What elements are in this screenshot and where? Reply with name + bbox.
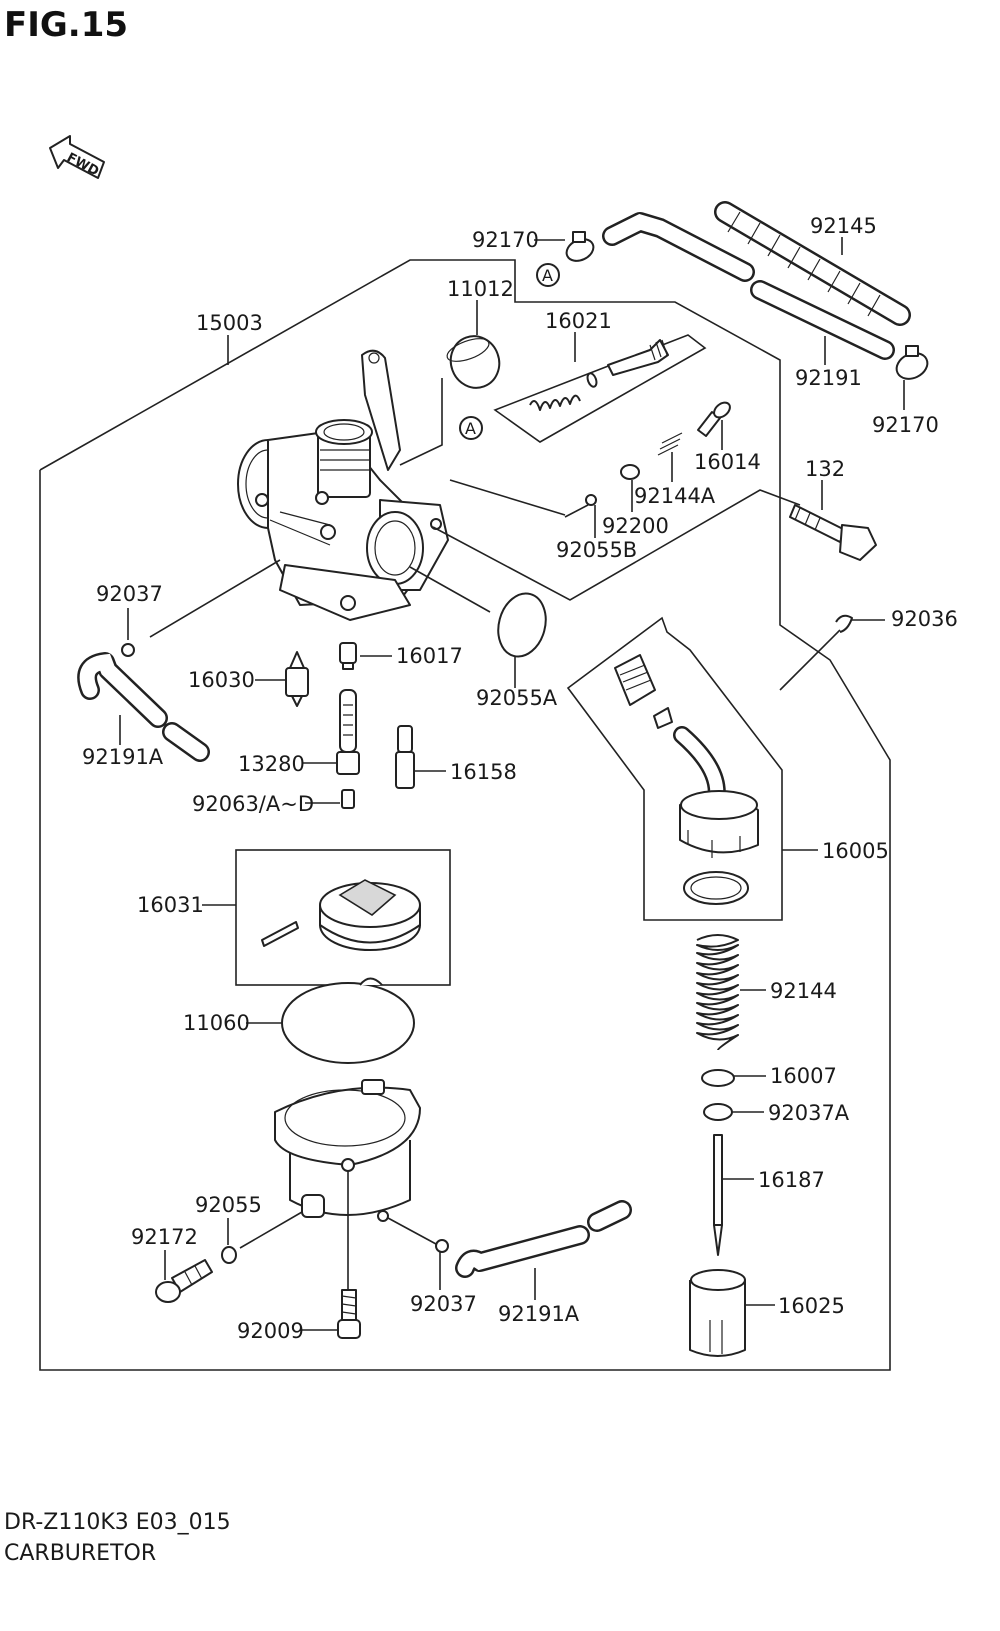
gasket-11060 bbox=[281, 977, 415, 1064]
float-bowl bbox=[274, 1079, 421, 1222]
hose-92191A-left bbox=[79, 653, 208, 760]
part-label: 92145 bbox=[810, 214, 877, 238]
part-label: 92200 bbox=[602, 514, 669, 538]
part-label: 92170 bbox=[872, 413, 939, 437]
bolt-132 bbox=[789, 504, 877, 561]
spring-hose-92145 bbox=[714, 201, 911, 326]
part-label: 92063/A~D bbox=[192, 792, 314, 816]
part-label: 92037 bbox=[410, 1292, 477, 1316]
hose-92191A-bottom bbox=[457, 1202, 630, 1276]
part-label: 16025 bbox=[778, 1294, 845, 1318]
part-labels: 92170 92145 11012 16021 15003 92191 9217… bbox=[82, 214, 958, 1343]
part-label: 11012 bbox=[447, 277, 514, 301]
screw-92009 bbox=[337, 1289, 361, 1339]
needle-valve-16030 bbox=[285, 651, 309, 707]
part-label: 16021 bbox=[545, 309, 612, 333]
oring-92055 bbox=[221, 1246, 237, 1264]
cap-11012 bbox=[446, 335, 501, 389]
part-label: 92191A bbox=[498, 1302, 580, 1326]
float-16031 bbox=[261, 879, 421, 951]
part-label: 92009 bbox=[237, 1319, 304, 1343]
part-label: 16014 bbox=[694, 450, 761, 474]
choke-kit-outline bbox=[566, 616, 783, 921]
part-label: 16030 bbox=[188, 668, 255, 692]
part-label: 16017 bbox=[396, 644, 463, 668]
pilot-screw-kit-outline bbox=[493, 334, 707, 443]
part-label: 92055 bbox=[195, 1193, 262, 1217]
clip-92036 bbox=[835, 614, 853, 633]
part-label: 16158 bbox=[450, 760, 517, 784]
svg-text:A: A bbox=[542, 266, 553, 285]
part-label: 16007 bbox=[770, 1064, 837, 1088]
part-label: 92036 bbox=[891, 607, 958, 631]
leader-lines bbox=[119, 237, 905, 1331]
model-code: DR-Z110K3 E03_015 bbox=[4, 1510, 231, 1535]
clip-92037-bottom bbox=[435, 1239, 449, 1253]
needle-16187 bbox=[713, 1134, 723, 1256]
svg-text:A: A bbox=[465, 419, 476, 438]
part-label: 132 bbox=[805, 457, 845, 481]
choke-plunger-16005 bbox=[614, 654, 759, 905]
part-label: 92055B bbox=[556, 538, 637, 562]
spring-92144A bbox=[657, 432, 683, 456]
oring-92055B bbox=[585, 494, 597, 506]
ref-marker-top: A bbox=[536, 263, 560, 287]
part-label: 16005 bbox=[822, 839, 889, 863]
hose-92191 bbox=[604, 213, 893, 358]
jet-16017 bbox=[339, 642, 357, 670]
part-label: 92144A bbox=[634, 484, 716, 508]
part-label: 13280 bbox=[238, 752, 305, 776]
screw-92172 bbox=[155, 1259, 213, 1303]
part-label: 92144 bbox=[770, 979, 837, 1003]
main-jet-13280 bbox=[336, 689, 360, 775]
jet-92063 bbox=[341, 789, 355, 809]
part-label: 16187 bbox=[758, 1168, 825, 1192]
clamp-92170-right bbox=[895, 345, 929, 380]
part-label: 92172 bbox=[131, 1225, 198, 1249]
washer-92200 bbox=[620, 464, 640, 480]
screw-16014 bbox=[697, 401, 731, 437]
part-label: 16031 bbox=[137, 893, 204, 917]
part-label: 92170 bbox=[472, 228, 539, 252]
part-label: 92191A bbox=[82, 745, 164, 769]
part-label: 92037 bbox=[96, 582, 163, 606]
part-label: 92055A bbox=[476, 686, 558, 710]
section-name: CARBURETOR bbox=[4, 1541, 156, 1566]
ref-marker-body: A bbox=[459, 416, 483, 440]
part-label: 92191 bbox=[795, 366, 862, 390]
oring-92055A bbox=[497, 592, 547, 658]
assembly-outline bbox=[39, 259, 891, 1371]
clamp-92170-top bbox=[565, 231, 595, 262]
spring-92144 bbox=[696, 934, 739, 1051]
part-label: 92037A bbox=[768, 1101, 850, 1125]
clip-92037A bbox=[703, 1103, 733, 1121]
fwd-arrow-icon: FWD bbox=[49, 135, 105, 180]
part-label: 11060 bbox=[183, 1011, 250, 1035]
slide-16025 bbox=[689, 1269, 746, 1357]
figure-title: FIG.15 bbox=[4, 5, 128, 45]
washer-16007 bbox=[701, 1069, 735, 1087]
jet-16158 bbox=[395, 725, 415, 789]
carburetor-body bbox=[237, 349, 449, 621]
part-label: 15003 bbox=[196, 311, 263, 335]
pilot-screw-parts bbox=[529, 339, 669, 411]
clip-92037-left bbox=[121, 643, 135, 657]
